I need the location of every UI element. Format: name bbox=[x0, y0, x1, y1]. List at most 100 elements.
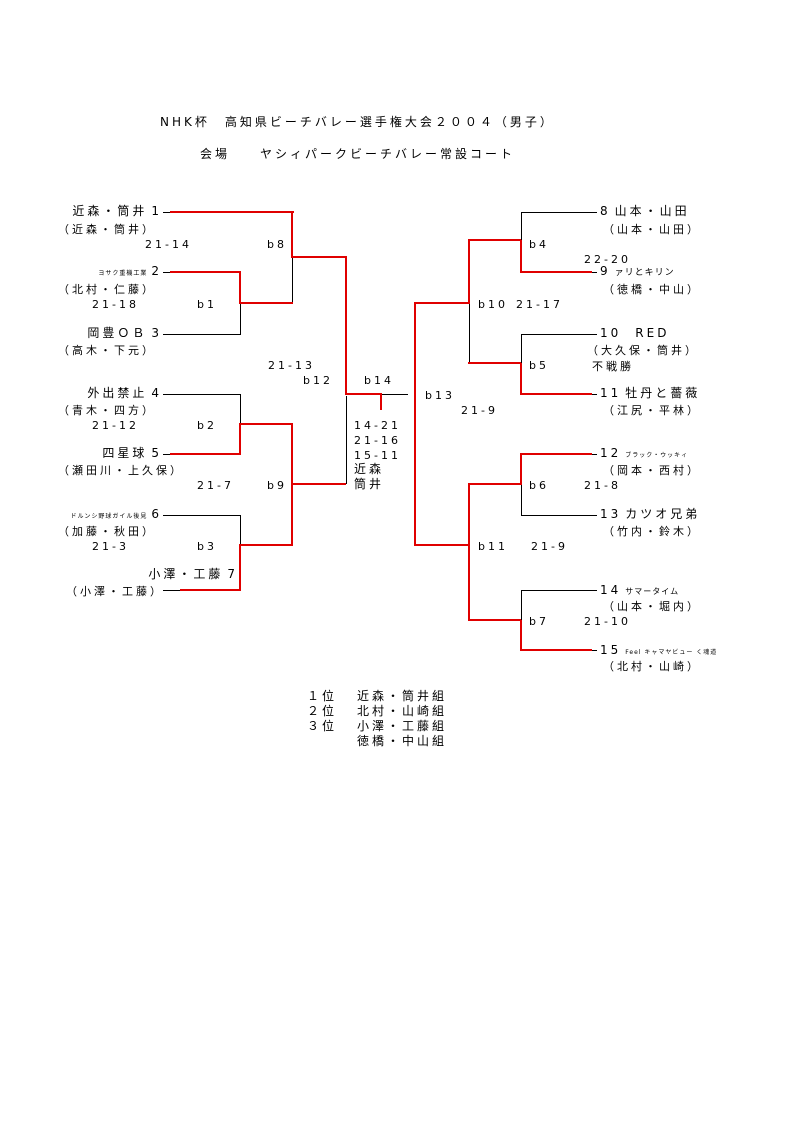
bracket-line bbox=[521, 334, 597, 335]
team-name: ヨサク重機工業 bbox=[98, 270, 148, 277]
match-label-b6: b6 bbox=[529, 479, 549, 492]
bracket-line bbox=[292, 258, 293, 304]
bracket-line bbox=[381, 394, 408, 395]
winner-line bbox=[239, 423, 241, 455]
score-b9: 21-7 bbox=[197, 479, 234, 492]
match-label-b12: b12 bbox=[303, 374, 333, 387]
score-b10: 21-17 bbox=[516, 298, 563, 311]
winner-line bbox=[239, 423, 293, 425]
team-heading: 11 牡丹と薔薇 bbox=[600, 387, 700, 400]
winner-line bbox=[414, 544, 470, 546]
winner-line bbox=[239, 544, 241, 591]
team-name: ブラック・ウッキィ bbox=[625, 452, 689, 459]
team-heading: ヨサク重機工業 2 bbox=[98, 265, 162, 280]
match-label-b1: b1 bbox=[197, 298, 217, 311]
winner-line bbox=[345, 256, 347, 395]
team-name: 小澤・工藤 bbox=[148, 567, 224, 581]
bracket-line bbox=[163, 515, 241, 516]
winner-line bbox=[170, 211, 294, 213]
team-players: （竹内・鈴木） bbox=[603, 525, 701, 538]
bracket-line bbox=[592, 454, 597, 455]
team-players: （青木・四方） bbox=[58, 404, 156, 417]
team-name: 近森・筒井 bbox=[72, 204, 148, 218]
score-b4: 22-20 bbox=[584, 253, 631, 266]
score-b7: 21-10 bbox=[584, 615, 631, 628]
team-name: 岡豊ＯＢ bbox=[87, 326, 148, 340]
team-seed: 12 bbox=[600, 446, 622, 460]
winner-line bbox=[468, 362, 522, 364]
team-players: （高木・下元） bbox=[58, 344, 156, 357]
winner-line bbox=[520, 239, 522, 273]
team-seed: 4 bbox=[151, 386, 162, 400]
bracket-line bbox=[163, 212, 171, 213]
bracket-line bbox=[469, 304, 470, 362]
winner-line bbox=[520, 453, 522, 485]
bracket-line bbox=[592, 650, 597, 651]
winner-line bbox=[291, 256, 347, 258]
bracket-line bbox=[163, 334, 241, 335]
winner-line bbox=[520, 453, 592, 455]
final-set-1: 14-21 bbox=[354, 419, 401, 432]
team-players: （江尻・平林） bbox=[603, 404, 701, 417]
bracket-line bbox=[592, 394, 597, 395]
bracket-line bbox=[163, 394, 241, 395]
score-b13: 21-9 bbox=[461, 404, 498, 417]
winner-line bbox=[468, 239, 522, 241]
team-seed: 5 bbox=[151, 446, 162, 460]
team-seed: 15 bbox=[600, 643, 622, 657]
winner-line bbox=[468, 483, 470, 621]
bracket-line bbox=[521, 212, 597, 213]
team-seed: 3 bbox=[151, 326, 162, 340]
match-label-b7: b7 bbox=[529, 615, 549, 628]
team-seed: 11 bbox=[600, 386, 622, 400]
team-heading: ドルンシ野球ガイル後見 6 bbox=[70, 508, 162, 523]
match-label-b3: b3 bbox=[197, 540, 217, 553]
bracket-line bbox=[163, 272, 171, 273]
winner-line bbox=[468, 239, 470, 304]
score-b11: 21-9 bbox=[531, 540, 568, 553]
rank-team: 北村・山崎組 bbox=[357, 704, 448, 718]
match-label-b5: b5 bbox=[529, 359, 549, 372]
winner-line bbox=[239, 271, 241, 304]
bracket-line bbox=[240, 394, 241, 424]
winner-line bbox=[380, 393, 382, 410]
match-label-b4: b4 bbox=[529, 238, 549, 251]
team-players: （徳橋・中山） bbox=[603, 283, 701, 296]
team-players: （加藤・秋田） bbox=[58, 525, 156, 538]
bracket-line bbox=[163, 590, 181, 591]
team-name: ドルンシ野球ガイル後見 bbox=[70, 513, 148, 520]
team-name: ァリとキリン bbox=[614, 268, 675, 278]
winner-line bbox=[520, 362, 522, 395]
team-name: 牡丹と薔薇 bbox=[625, 386, 701, 400]
score-b12: 21-13 bbox=[268, 359, 315, 372]
rank-team: 徳橋・中山組 bbox=[357, 734, 448, 748]
team-heading: 12 ブラック・ウッキィ bbox=[600, 447, 688, 462]
rank-team: 近森・筒井組 bbox=[357, 689, 448, 703]
team-players: （近森・筒井） bbox=[58, 223, 156, 236]
final-winner-2: 筒井 bbox=[354, 477, 385, 491]
bracket-line bbox=[240, 515, 241, 545]
team-heading: 近森・筒井 1 bbox=[72, 205, 162, 218]
team-players: （瀬田川・上久保） bbox=[58, 464, 184, 477]
team-heading: 外出禁止 4 bbox=[87, 387, 162, 400]
rank-label: ２位 bbox=[307, 704, 338, 718]
team-seed: 10 bbox=[600, 326, 622, 340]
winner-line bbox=[520, 393, 592, 395]
team-heading: 15 Feel キャマヤビュー く魂道 bbox=[600, 644, 717, 659]
rank-label: １位 bbox=[307, 689, 338, 703]
team-players: （山本・山田） bbox=[603, 223, 701, 236]
winner-line bbox=[414, 302, 470, 304]
team-players: （大久保・筒井） bbox=[587, 344, 699, 357]
team-heading: 8 山本・山田 bbox=[600, 205, 690, 218]
venue-label: 会場 ヤシィパークビーチバレー常設コート bbox=[200, 147, 516, 161]
team-players: （岡本・西村） bbox=[603, 464, 701, 477]
bracket-line bbox=[521, 590, 522, 620]
score-b8: 21-14 bbox=[145, 238, 192, 251]
winner-line bbox=[520, 649, 592, 651]
team-seed: 13 bbox=[600, 507, 622, 521]
winner-line bbox=[180, 589, 241, 591]
team-name: Feel キャマヤビュー く魂道 bbox=[625, 649, 718, 656]
bracket-line bbox=[346, 396, 347, 484]
winner-line bbox=[345, 393, 382, 395]
match-label-b9: b9 bbox=[267, 479, 287, 492]
